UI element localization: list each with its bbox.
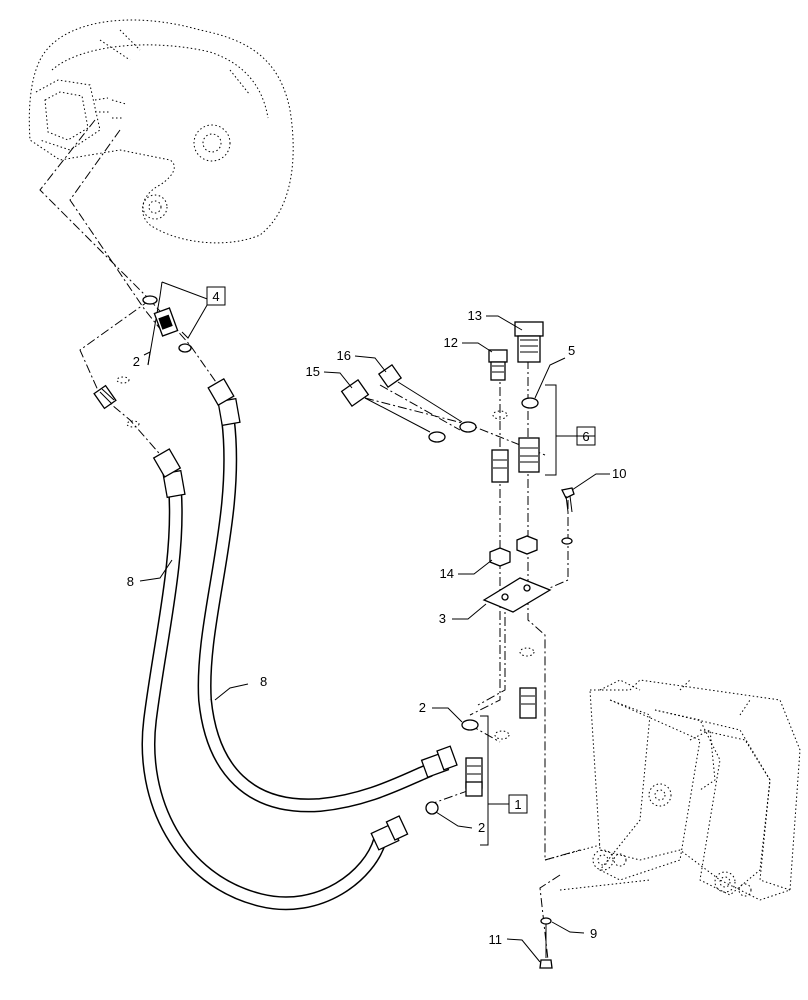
callout-14: 14 [440, 566, 454, 581]
callout-9: 9 [590, 926, 597, 941]
callout-12: 12 [444, 335, 458, 350]
o-ring-2-upper [461, 719, 479, 731]
mounting-plate-group [482, 487, 575, 613]
callout-8-left: 8 [127, 574, 134, 589]
o-ring-bottom [178, 343, 192, 353]
callout-8-right: 8 [260, 674, 267, 689]
callout-5: 5 [568, 343, 575, 358]
callout-13: 13 [468, 308, 482, 323]
o-ring-2-lower [425, 801, 439, 815]
nut-14a [489, 547, 511, 567]
hose-fitting-left [93, 376, 140, 428]
o-ring-top [142, 295, 158, 305]
callout-3: 3 [439, 611, 446, 626]
o-ring-5 [521, 397, 539, 409]
bolt-group-bottom [539, 917, 553, 969]
loader-arm-phantom [28, 19, 294, 244]
coupler-parts [340, 321, 544, 483]
callout-2-mid: 2 [419, 700, 426, 715]
leader-lines [139, 315, 610, 963]
kit-1-group [425, 647, 537, 846]
mounting-plate-3 [482, 577, 552, 613]
kit-4-box [206, 286, 226, 306]
kit-1-bracket [480, 715, 489, 846]
callout-16: 16 [337, 348, 351, 363]
hose-assembly-8 [141, 377, 458, 911]
callout-15: 15 [306, 364, 320, 379]
nut-14b [516, 535, 538, 555]
attachment-frame-phantom [544, 679, 801, 901]
callout-11: 11 [489, 932, 503, 947]
callout-4: 4 [212, 289, 219, 304]
callout-2-bottom: 2 [478, 820, 485, 835]
center-lines [39, 119, 581, 961]
kit-4-group [142, 281, 211, 366]
kit-6-bracket [545, 384, 557, 476]
callout-1: 1 [514, 797, 521, 812]
callout-10: 10 [612, 466, 626, 481]
callout-2-top: 2 [133, 354, 140, 369]
callout-6: 6 [582, 429, 589, 444]
